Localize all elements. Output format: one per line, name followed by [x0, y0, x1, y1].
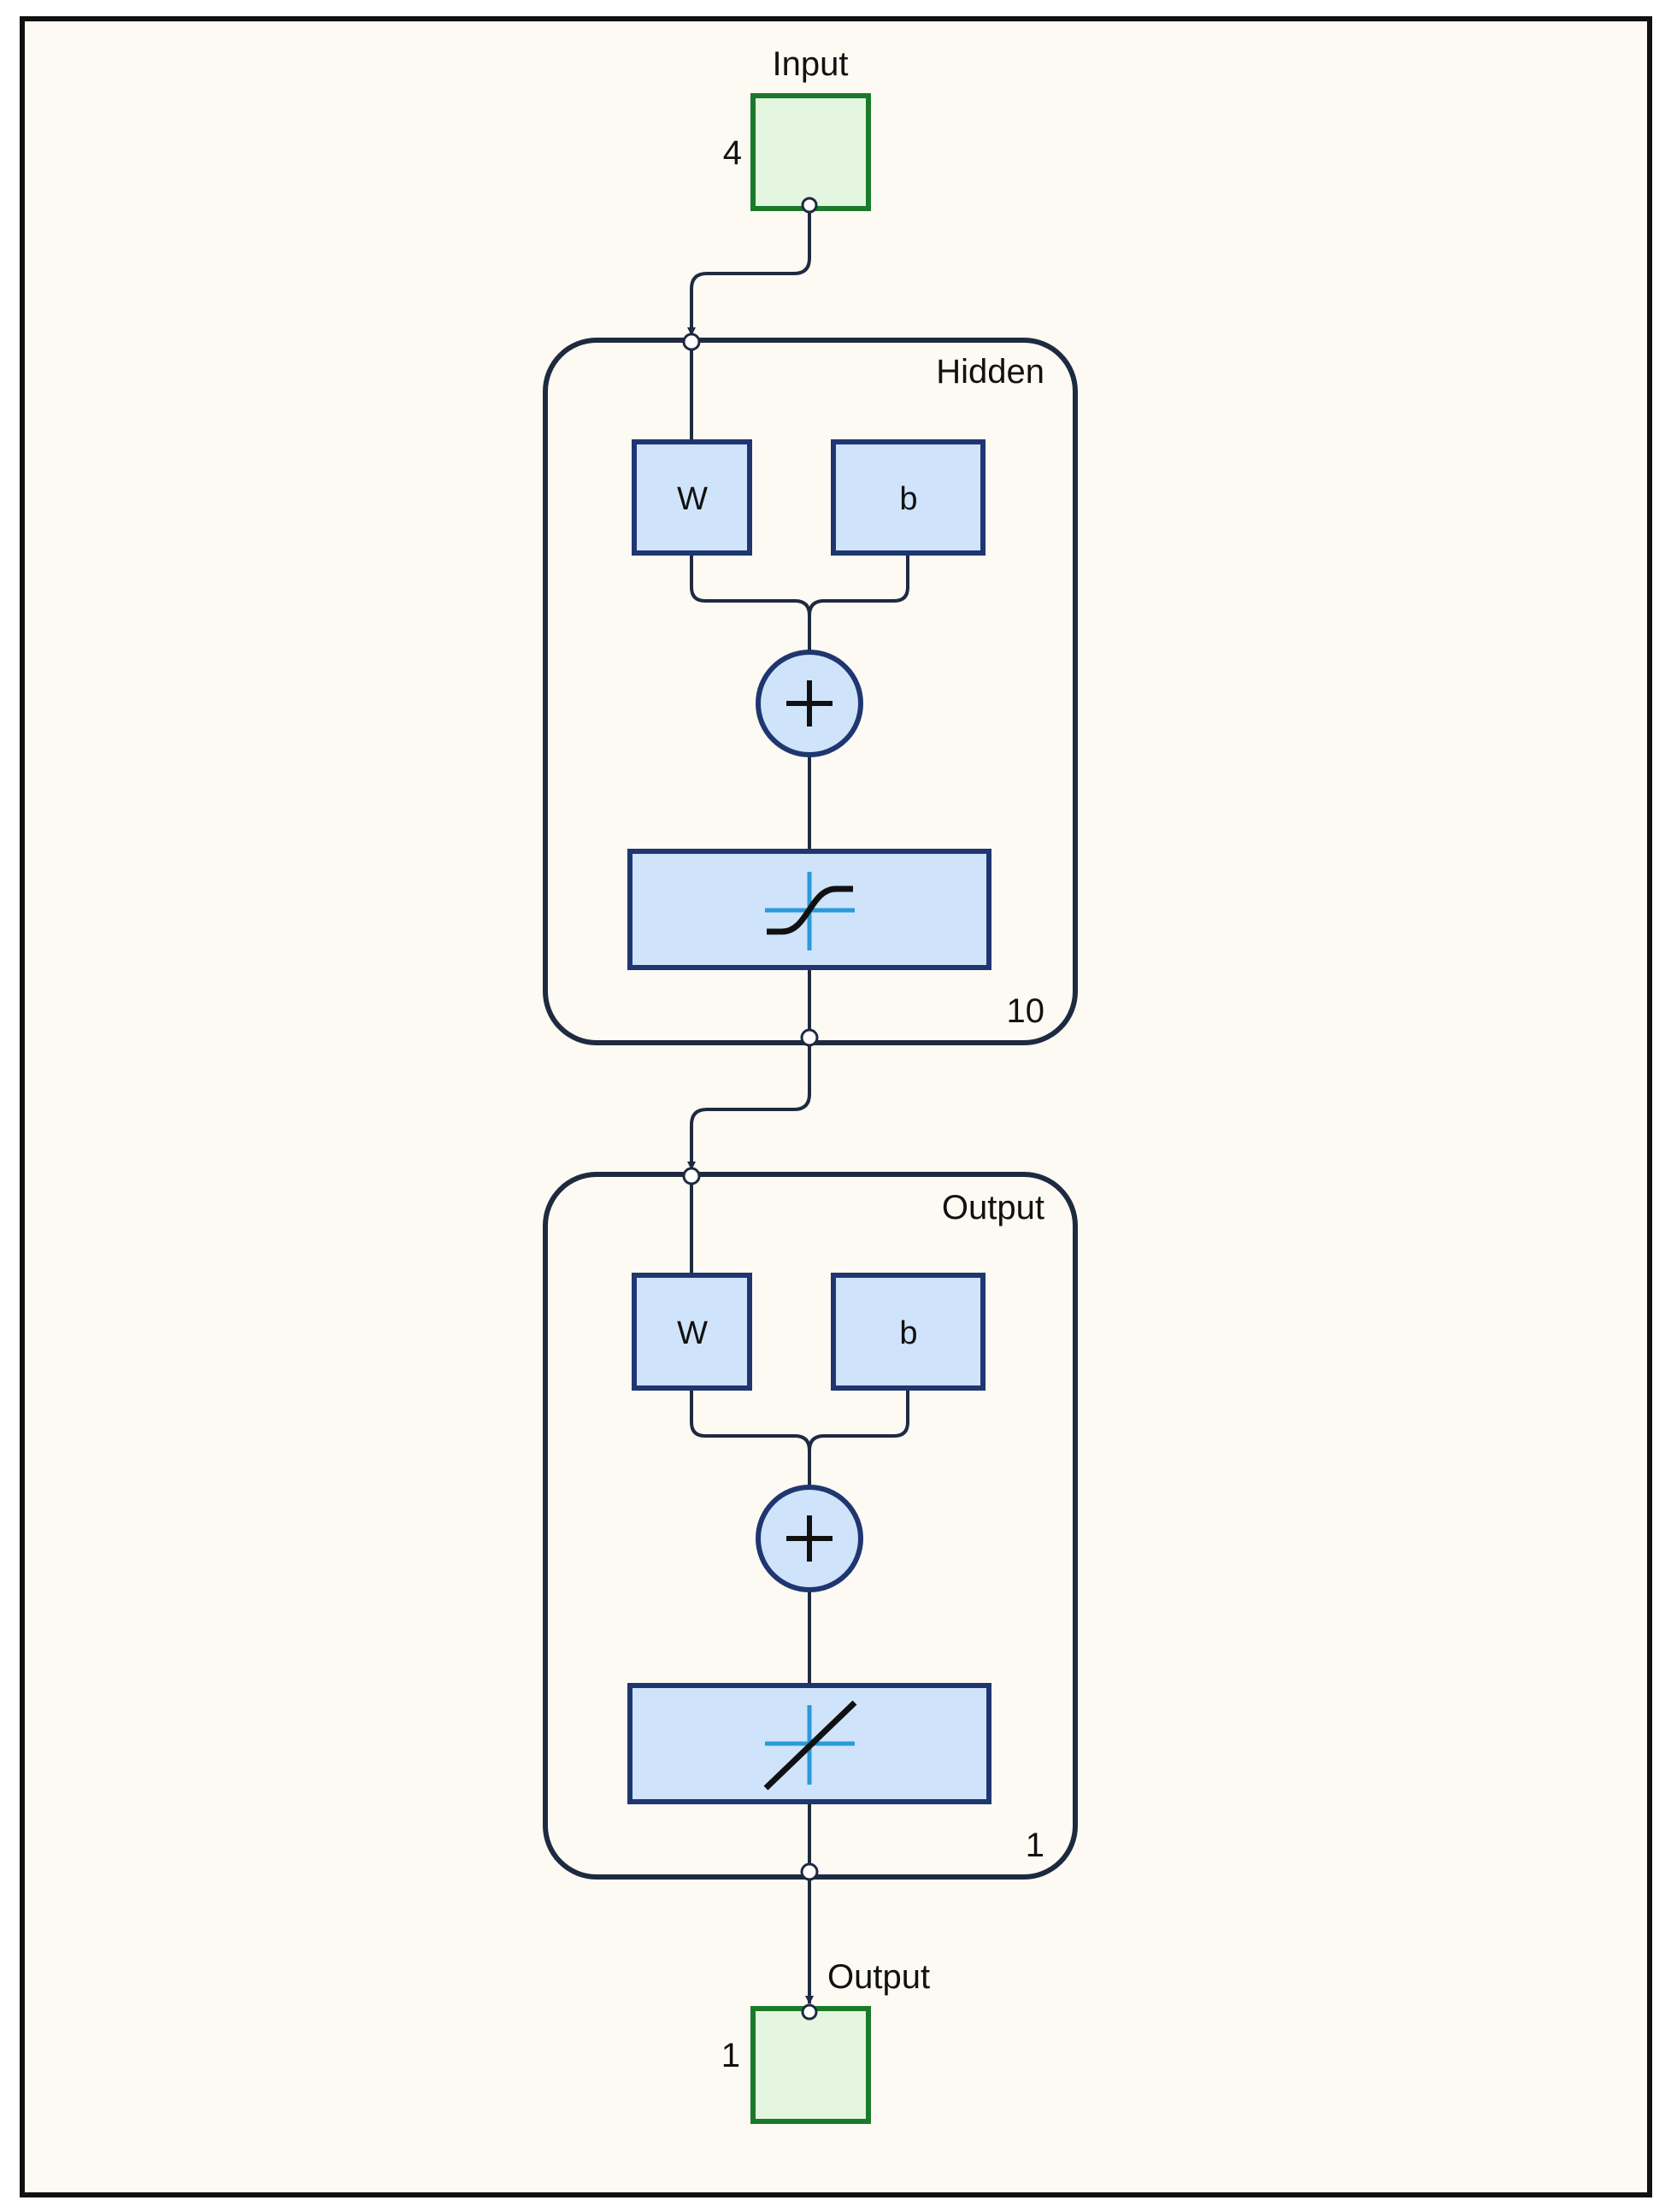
output-node-box [750, 2006, 871, 2124]
output-bias-to-sum-wire [808, 1388, 909, 1451]
linear-transfer-icon [763, 1700, 857, 1791]
output-transfer-block[interactable] [627, 1683, 991, 1804]
output-weight-label: W [677, 1315, 708, 1351]
output-bias-box [831, 1273, 986, 1391]
hidden-weight-label: W [677, 481, 708, 517]
output-weight-block[interactable]: W [632, 1273, 752, 1391]
input-to-hidden-wire [687, 212, 811, 336]
plus-icon [786, 1515, 833, 1562]
output-sum-node[interactable] [756, 1485, 863, 1592]
output-layer-size: 1 [1026, 1827, 1044, 1864]
input-size: 4 [723, 134, 742, 172]
output-layer[interactable]: Output 1 W b [543, 1167, 1078, 1881]
hidden-bias-block[interactable]: b [831, 439, 986, 556]
hidden-bias-to-sum-wire [808, 553, 909, 616]
hidden-bias-box [831, 439, 986, 556]
output-node-size: 1 [721, 2037, 740, 2074]
diagram-frame [20, 16, 1652, 2197]
hidden-layer-size: 10 [1007, 992, 1045, 1030]
output-node-label: Output [827, 1958, 930, 1996]
hidden-output-port [800, 1028, 819, 1047]
input-node[interactable]: Input 4 [723, 45, 871, 214]
output-bias-label: b [899, 1315, 917, 1351]
hidden-input-port [682, 332, 701, 351]
sigmoid-transfer-icon [765, 872, 855, 950]
input-port [801, 197, 818, 214]
output-node[interactable]: Output 1 [721, 1958, 930, 2124]
output-bias-block[interactable]: b [831, 1273, 986, 1391]
hidden-layer[interactable]: Hidden 10 W b [543, 332, 1078, 1047]
input-label: Input [773, 45, 849, 83]
plus-icon [786, 680, 833, 727]
hidden-bias-label: b [899, 481, 917, 517]
output-layer-output-port [800, 1862, 819, 1881]
hidden-to-output-wire [687, 1045, 811, 1170]
output-node-port [801, 2003, 818, 2021]
input-box [750, 93, 871, 211]
output-layer-title: Output [942, 1189, 1044, 1227]
hidden-weight-box [632, 439, 752, 556]
hidden-layer-title: Hidden [936, 353, 1044, 391]
output-layer-input-port [682, 1167, 701, 1185]
hidden-transfer-block[interactable] [627, 849, 991, 970]
hidden-weight-block[interactable]: W [632, 439, 752, 556]
output-weight-box [632, 1273, 752, 1391]
hidden-sum-node[interactable] [756, 650, 863, 757]
